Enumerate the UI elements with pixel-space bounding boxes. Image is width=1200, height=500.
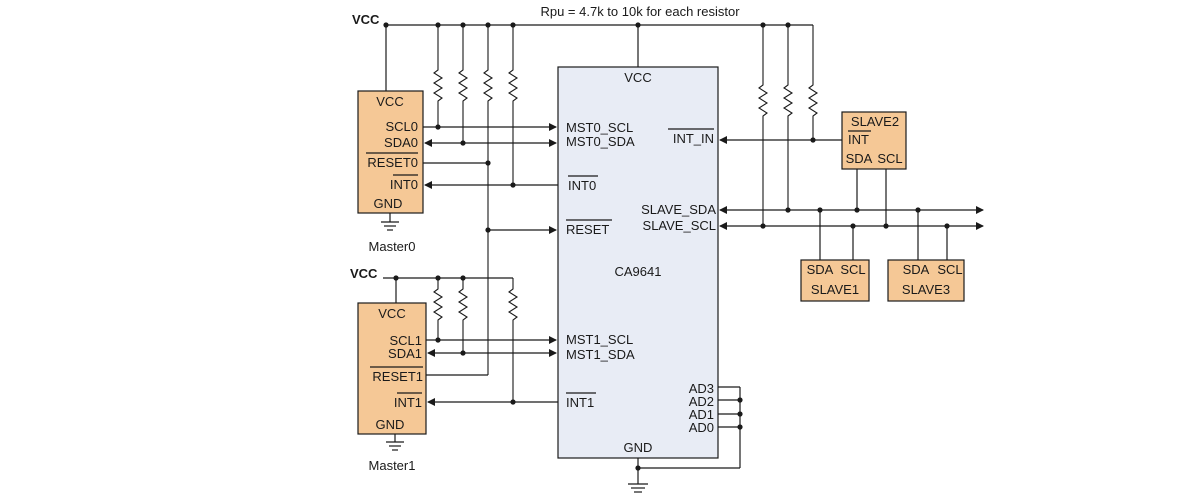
address-pins-ground-wire <box>635 386 743 471</box>
slave-bus-taps <box>819 169 948 260</box>
chip-mst0-sda-pin: MST0_SDA <box>566 134 635 149</box>
pullup-resistor <box>432 278 444 340</box>
slave1-box <box>800 259 870 302</box>
chip-mst1-scl-pin: MST1_SCL <box>566 332 633 347</box>
chip-mst0-scl-pin: MST0_SCL <box>566 120 633 135</box>
vcc-rail-top <box>385 24 813 91</box>
master1-reset-pin: RESET1 <box>372 369 423 384</box>
master1-vcc-pin: VCC <box>378 306 405 321</box>
slave2-int-pin: INT <box>848 132 869 147</box>
chip-reset-pin: RESET <box>566 222 609 237</box>
slave3-box <box>887 259 965 302</box>
chip-slave-sda-pin: SLAVE_SDA <box>641 202 716 217</box>
master0-vcc-pin: VCC <box>376 94 403 109</box>
master0-sda-pin: SDA0 <box>384 135 418 150</box>
chip-ground-symbol <box>628 458 648 493</box>
master1-caption: Master1 <box>369 458 416 473</box>
slave1-scl-pin: SCL <box>840 262 865 277</box>
slave1-name: SLAVE1 <box>811 282 859 297</box>
master0-int-pin: INT0 <box>390 177 418 192</box>
master1-ground-symbol <box>386 434 404 451</box>
master0-ground-symbol <box>381 213 399 231</box>
chip-int0-pin: INT0 <box>568 178 596 193</box>
slave2-scl-pin: SCL <box>877 151 902 166</box>
chip-name: CA9641 <box>615 264 662 279</box>
pullup-resistor <box>807 25 819 140</box>
chip-ad3-pin: AD3 <box>689 381 714 396</box>
vcc-rail-bottom <box>383 275 513 303</box>
chip-vcc-pin: VCC <box>624 70 651 85</box>
slave3-scl-pin: SCL <box>937 262 962 277</box>
slave3-sda-pin: SDA <box>903 262 930 277</box>
slave-scl-bus <box>719 222 984 230</box>
master0-caption: Master0 <box>369 239 416 254</box>
slave2-name: SLAVE2 <box>851 114 899 129</box>
slave3-name: SLAVE3 <box>902 282 950 297</box>
chip-ad2-pin: AD2 <box>689 394 714 409</box>
master0-box <box>357 90 424 214</box>
master1-sda-pin: SDA1 <box>388 346 422 361</box>
master0-reset-pin: RESET0 <box>367 155 418 170</box>
slave2-sda-pin: SDA <box>846 151 873 166</box>
master1-box <box>357 302 427 435</box>
master0-gnd-pin: GND <box>374 196 403 211</box>
master1-int-pin: INT1 <box>394 395 422 410</box>
slave2-box <box>841 111 907 170</box>
chip-ad1-pin: AD1 <box>689 407 714 422</box>
slave1-sda-pin: SDA <box>807 262 834 277</box>
master0-wiring <box>423 123 558 234</box>
master0-scl-pin: SCL0 <box>385 119 418 134</box>
master1-scl-pin: SCL1 <box>389 333 422 348</box>
pullup-resistor <box>757 25 769 226</box>
int-in-wire <box>719 136 842 144</box>
pullup-resistor <box>432 25 444 127</box>
vcc-rail-top-junctions <box>383 22 791 28</box>
chip-slave-scl-pin: SLAVE_SCL <box>643 218 716 233</box>
resistor-note: Rpu = 4.7k to 10k for each resistor <box>540 4 740 19</box>
slave-sda-bus <box>719 206 984 214</box>
pullup-resistor <box>507 25 519 185</box>
pullup-resistor <box>457 25 469 143</box>
pullup-resistor <box>457 278 469 353</box>
master1-gnd-pin: GND <box>376 417 405 432</box>
pullup-resistor <box>482 25 494 375</box>
pullup-resistor <box>507 278 519 402</box>
vcc-label-top: VCC <box>352 12 380 27</box>
chip-int1-pin: INT1 <box>566 395 594 410</box>
vcc-label-bottom: VCC <box>350 266 378 281</box>
chip-gnd-pin: GND <box>624 440 653 455</box>
chip-mst1-sda-pin: MST1_SDA <box>566 347 635 362</box>
chip-ad0-pin: AD0 <box>689 420 714 435</box>
pullup-resistor <box>782 25 794 210</box>
chip-int-in-pin: INT_IN <box>673 131 714 146</box>
master1-wiring <box>426 336 558 406</box>
